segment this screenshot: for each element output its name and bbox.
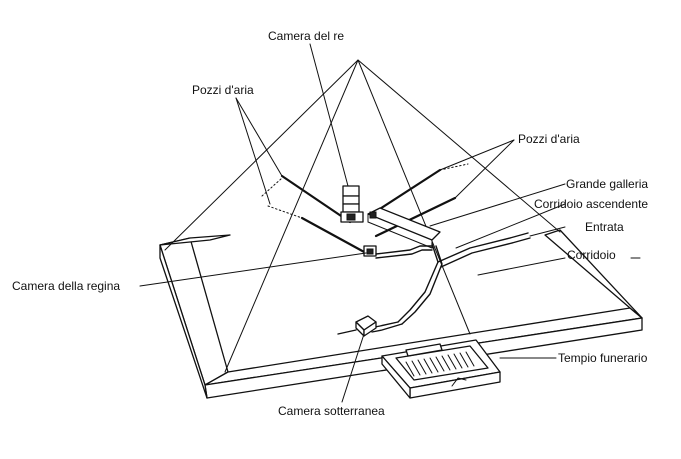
label-pozzi-aria-left: Pozzi d'aria (192, 83, 254, 97)
label-corridoio: Corridoio (567, 248, 616, 262)
subterranean-chamber (337, 315, 377, 337)
label-camera-sotterranea: Camera sotterranea (278, 404, 385, 418)
label-tempio-funerario: Tempio funerario (558, 351, 648, 365)
ascending-corridor (397, 237, 513, 325)
mortuary-temple (381, 339, 501, 399)
label-entrata: Entrata (585, 220, 624, 234)
grand-gallery (367, 207, 441, 249)
kings-chamber (340, 185, 364, 223)
queens-chamber (363, 245, 433, 259)
labels: Camera del re Pozzi d'aria Pozzi d'aria … (12, 29, 648, 418)
descending-corridor (369, 232, 531, 333)
label-grande-galleria: Grande galleria (566, 177, 648, 191)
label-pozzi-aria-right: Pozzi d'aria (518, 132, 580, 146)
label-camera-del-re: Camera del re (268, 29, 344, 43)
label-corridoio-ascendente: Corridoio ascendente (534, 197, 648, 211)
leader-lines (139, 43, 641, 403)
pyramid-outline (164, 59, 561, 373)
label-camera-della-regina: Camera della regina (12, 279, 120, 293)
air-shafts (261, 163, 469, 255)
